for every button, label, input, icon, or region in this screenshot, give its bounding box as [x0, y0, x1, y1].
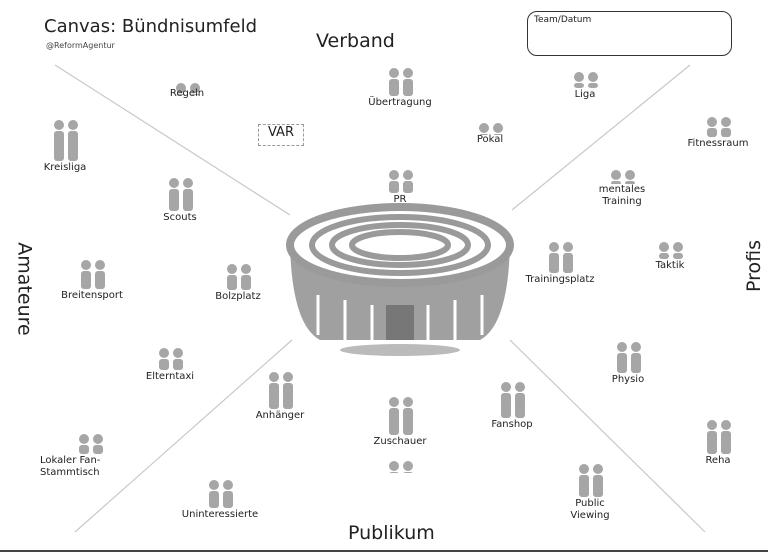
public-screen-icon — [570, 462, 610, 502]
rehab-bed-icon — [698, 418, 738, 459]
item-label: Liga — [574, 89, 596, 100]
item-label: Breitensport — [61, 290, 123, 301]
item-label: Fanshop — [491, 419, 533, 430]
car-icon — [150, 346, 190, 375]
team-date-box[interactable]: Team/Datum — [527, 11, 732, 56]
kids-football-icon — [218, 262, 258, 295]
item-label: Uninteressierte — [181, 509, 259, 520]
divider-bottom-left — [74, 339, 293, 533]
section-profis: Profis — [743, 239, 766, 293]
people-drinking-icon — [70, 432, 110, 459]
divider-top-right — [511, 64, 691, 211]
team-date-label: Team/Datum — [534, 15, 592, 25]
tactics-board-icon — [650, 240, 690, 264]
item-label: Fitnessraum — [687, 138, 749, 149]
item-label: Reha — [705, 455, 731, 466]
item-label: Kreisliga — [43, 162, 87, 173]
section-verband: Verband — [316, 30, 395, 52]
treadmill-icon — [698, 115, 738, 142]
item-label: Public Viewing — [570, 498, 610, 521]
family-icon — [380, 395, 420, 440]
item-label: Übertragung — [368, 97, 432, 108]
var-screen-icon — [258, 124, 304, 146]
item-label: Pokal — [476, 134, 504, 145]
meditation-icon — [602, 168, 642, 188]
item-label: Elterntaxi — [145, 371, 195, 382]
cards-icon — [167, 80, 207, 99]
person-binoculars-icon — [160, 176, 200, 216]
athletes-icon — [72, 258, 112, 294]
central-stadium-icon — [286, 203, 514, 356]
bottom-border — [0, 550, 768, 552]
item-label: Scouts — [163, 212, 197, 223]
item-label: Taktik — [655, 260, 685, 271]
item-label: Anhänger — [255, 410, 305, 421]
fans-group-icon — [260, 370, 300, 414]
tv-viewer-icon — [380, 458, 420, 477]
item-label: Trainingsplatz — [525, 274, 595, 285]
item-label: Regeln — [169, 88, 205, 99]
stadium-icon — [565, 70, 605, 93]
people-sign-icon — [200, 478, 240, 513]
item-label: Lokaler Fan-Stammtisch — [40, 455, 101, 478]
satellite-dish-icon — [380, 66, 420, 101]
item-label: VAR — [268, 125, 294, 140]
divider-bottom-right — [509, 339, 706, 533]
star-trophy-icon — [45, 118, 85, 166]
author-credit: @ReformAgentur — [46, 41, 115, 50]
item-label: Physio — [611, 374, 645, 385]
training-board-icon — [540, 240, 580, 278]
page-title: Canvas: Bündnisumfeld — [44, 16, 258, 37]
item-label: PR — [393, 194, 407, 205]
shop-icon — [492, 380, 532, 423]
item-label: mentales Training — [598, 184, 646, 207]
massage-icon — [608, 340, 648, 378]
divider-top-left — [54, 64, 291, 216]
item-label: Bolzplatz — [215, 291, 261, 302]
press-podium-icon — [380, 168, 420, 198]
trophy-icon — [470, 120, 510, 139]
section-publikum: Publikum — [348, 522, 435, 544]
section-amateure: Amateure — [13, 242, 36, 336]
item-label: Zuschauer — [373, 436, 427, 447]
